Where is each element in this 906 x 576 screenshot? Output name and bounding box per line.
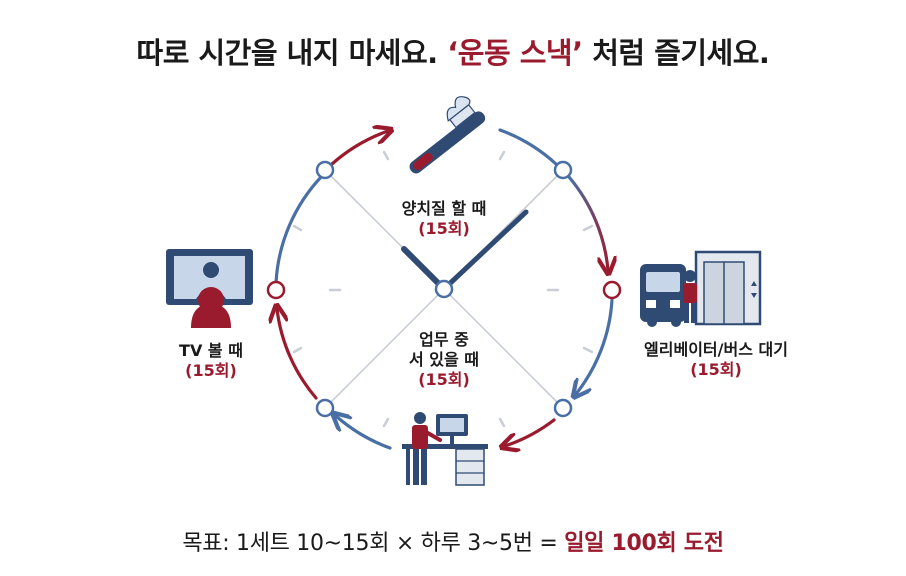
node-bottom-right: [553, 398, 573, 418]
arc-bottom-left-to-left: [277, 309, 318, 400]
label-standing-work: 업무 중 서 있을 때 (15회): [409, 330, 479, 390]
node-top-right: [553, 160, 573, 180]
title-highlight: ‘운동 스낵’: [447, 36, 583, 70]
activity-name-standing-work-2: 서 있을 때: [408, 350, 480, 369]
cycle-arcs: [276, 130, 612, 448]
label-brushing: 양치질 할 때 (15회): [402, 199, 487, 239]
arc-top-left-to-top: [330, 131, 388, 166]
activity-name-tv: TV 볼 때: [179, 341, 243, 360]
arc-bottom-to-bottom-left: [336, 416, 392, 450]
activity-count-tv: (15회): [185, 361, 237, 380]
arc-top-right-to-right: [567, 175, 608, 270]
title-text-after: 처럼 즐기세요.: [592, 36, 770, 70]
arc-left-to-top-left: [274, 174, 324, 285]
page-title: 따로 시간을 내지 마세요. ‘운동 스낵’ 처럼 즐기세요.: [0, 30, 906, 72]
activity-name-brushing: 양치질 할 때: [401, 199, 487, 218]
standing-desk-icon: [402, 412, 488, 486]
node-right: [602, 280, 622, 300]
toothbrush-icon: [409, 96, 486, 174]
goal-footer: 목표: 1세트 10~15회 × 하루 3~5번 = 일일 100회 도전: [0, 525, 906, 557]
activity-name-standing-work-1: 업무 중: [419, 330, 469, 349]
cycle-nodes: [266, 160, 622, 418]
clock-ticks: [292, 150, 594, 428]
node-bottom-left: [315, 398, 335, 418]
tv-icon: [166, 249, 253, 328]
label-waiting: 엘리베이터/버스 대기 (15회): [644, 340, 788, 380]
activity-count-waiting: (15회): [690, 360, 742, 379]
arc-bottom-right-to-bottom: [505, 418, 556, 446]
footer-text: 목표: 1세트 10~15회 × 하루 3~5번 =: [182, 531, 558, 556]
arc-top-to-top-right: [498, 128, 558, 166]
footer-goal: 일일 100회 도전: [564, 531, 724, 556]
bus-elevator-icon: [640, 250, 762, 327]
node-left: [266, 280, 286, 300]
arc-right-to-bottom-right: [576, 298, 614, 394]
clock-hands: [401, 209, 529, 292]
activity-count-standing-work: (15회): [418, 370, 470, 389]
node-center: [434, 279, 454, 299]
title-text-before: 따로 시간을 내지 마세요.: [136, 36, 439, 70]
label-tv: TV 볼 때 (15회): [179, 341, 243, 381]
activity-name-waiting: 엘리베이터/버스 대기: [644, 340, 788, 359]
node-top-left: [315, 160, 335, 180]
activity-count-brushing: (15회): [418, 219, 470, 238]
